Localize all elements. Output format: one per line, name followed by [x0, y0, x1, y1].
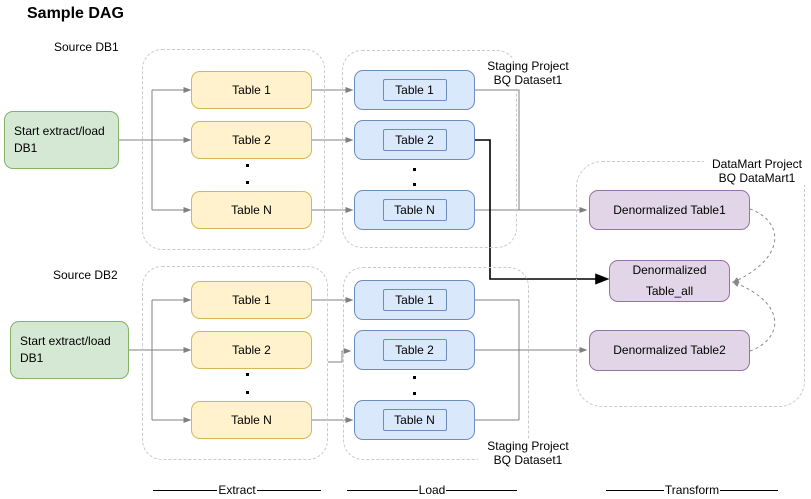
phase-line: [153, 489, 218, 491]
load-db1-container: [342, 50, 517, 248]
vertical-ellipsis-dot: [413, 376, 416, 379]
phase-extract: Extract: [153, 483, 321, 497]
phase-transform: Transform: [606, 483, 779, 497]
staging-label-db1: Staging Project BQ Dataset1: [478, 59, 578, 87]
load-db2-table-1: Table 1: [354, 280, 475, 320]
source-db1-label: Source DB1: [54, 40, 119, 54]
vertical-ellipsis-dot: [413, 183, 416, 186]
extract-db2-container: [142, 266, 328, 460]
vertical-ellipsis-dot: [246, 181, 249, 184]
load-db2-table-2: Table 2: [354, 330, 475, 370]
bq-table-chip: Table N: [382, 409, 447, 431]
phase-line: [720, 489, 779, 491]
load-db2-container: [343, 267, 529, 460]
vertical-ellipsis-dot: [246, 391, 249, 394]
bq-table-chip: Table 2: [382, 129, 447, 151]
bq-table-chip: Table 2: [382, 339, 447, 361]
vertical-ellipsis-dot: [246, 373, 249, 376]
extract-db2-table-1: Table 1: [191, 281, 312, 319]
staging-label-db2: Staging Project BQ Dataset1: [478, 439, 578, 467]
phase-line: [606, 489, 664, 491]
extract-db1-table-n: Table N: [191, 191, 312, 229]
extract-db1-container: [142, 49, 325, 250]
load-db1-table-n: Table N: [354, 190, 475, 230]
source-db2-label: Source DB2: [53, 268, 118, 282]
extract-db2-table-2: Table 2: [191, 331, 312, 369]
bq-table-chip: Table 1: [382, 79, 447, 101]
load-db1-table-1: Table 1: [354, 70, 475, 110]
phase-line: [256, 489, 321, 491]
vertical-ellipsis-dot: [413, 168, 416, 171]
start-node-db2: Start extract/load DB1: [10, 321, 129, 379]
extract-db1-table-2: Table 2: [191, 121, 312, 159]
vertical-ellipsis-dot: [413, 392, 416, 395]
vertical-ellipsis-dot: [246, 164, 249, 167]
denormalized-table-all-node: Denormalized Table_all: [609, 260, 730, 302]
load-db2-table-n: Table N: [354, 400, 475, 440]
bq-table-chip: Table 1: [382, 289, 447, 311]
datamart-container: [576, 161, 805, 407]
extract-db1-table-1: Table 1: [191, 71, 312, 109]
datamart-label: DataMart Project BQ DataMart1: [704, 157, 810, 185]
load-db1-table-2: Table 2: [354, 120, 475, 160]
extract-db2-table-n: Table N: [191, 401, 312, 439]
phase-line: [446, 489, 518, 491]
bq-table-chip: Table N: [382, 199, 447, 221]
start-node-db1: Start extract/load DB1: [4, 111, 119, 169]
diagram-title: Sample DAG: [27, 5, 124, 22]
phase-line: [347, 489, 418, 491]
denormalized-table1-node: Denormalized Table1: [589, 190, 750, 230]
denormalized-table2-node: Denormalized Table2: [589, 330, 750, 371]
phase-load: Load: [347, 483, 518, 497]
